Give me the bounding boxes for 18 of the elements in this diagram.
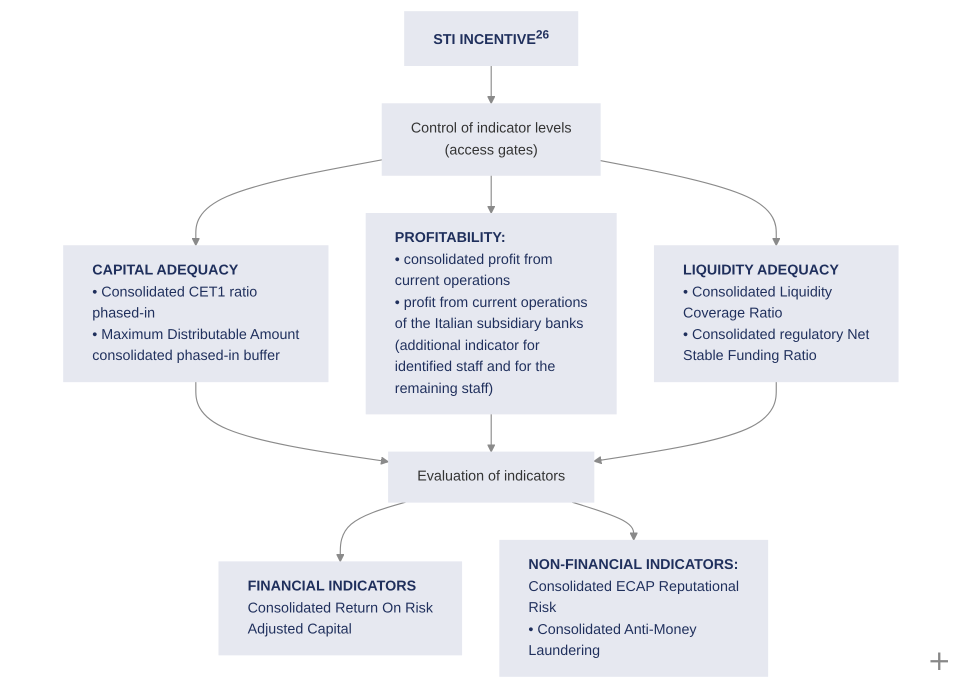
plus-sign: + (928, 644, 951, 677)
arrow (336, 501, 406, 562)
node-box: FINANCIAL INDICATORS Consolidated Return On Risk Adjusted Capital (218, 560, 462, 655)
arrow (593, 381, 776, 464)
node-box: Control of indicator levels (access gates) (381, 102, 600, 176)
node-box: LIQUIDITY ADEQUACY • Consolidated Liquidity Coverage Ratio • Consolidated regulatory Net Stable Funding Ratio (654, 244, 898, 382)
arrow (572, 501, 638, 540)
arrow (600, 159, 780, 246)
arrow (486, 65, 496, 104)
arrow (194, 381, 389, 464)
node-box: STI INCENTIVE$^{26}$ (404, 10, 578, 66)
arrow (486, 174, 496, 214)
node-box: NON-FINANCIAL INDICATORS: Consolidated ECAP Reputational Risk • Consolidated Anti-Money Laundering (498, 539, 768, 676)
node-box: CAPITAL ADEQUACY • Consolidated CET1 ratio phased-in • Maximum Distributable Amount consolidated phased-in buffer (62, 244, 328, 382)
node-box: Evaluation of indicators (388, 451, 594, 502)
arrow (191, 158, 382, 246)
arrow (486, 413, 496, 452)
node-box: PROFITABILITY: • consolidated profit from current operations • profit from current operations of the Italian subsidiary banks (additional indicator for identified staff and for the remaining staff) (365, 212, 616, 414)
